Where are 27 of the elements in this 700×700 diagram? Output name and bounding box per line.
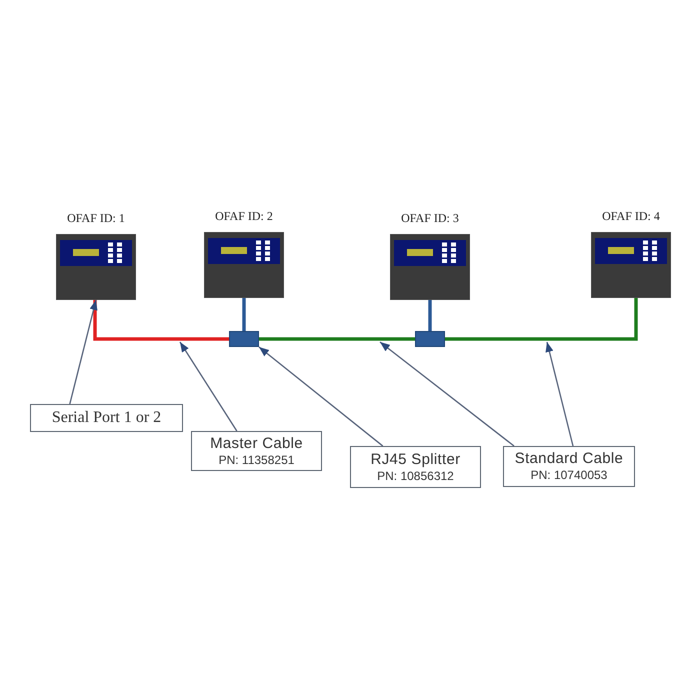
callout-text: Standard Cable: [514, 450, 624, 468]
callout-box: [503, 446, 635, 487]
cable-line: [428, 300, 432, 331]
device-label: OFAF ID: 3: [401, 210, 459, 226]
leader-arrow: [380, 341, 514, 447]
leader-arrow: [546, 342, 574, 446]
part-number: PN: 10740053: [530, 468, 608, 483]
leader-arrow: [258, 346, 384, 446]
cable-line: [93, 300, 229, 341]
device-label: OFAF ID: 1: [67, 210, 125, 226]
part-number: PN: 11358251: [218, 452, 294, 468]
splitter-block: [229, 331, 259, 347]
part-number: PN: 10856312: [377, 468, 454, 484]
callout-box: [350, 446, 481, 488]
callout-text: Serial Port 1 or 2: [52, 408, 162, 428]
callout-text: Master Cable: [210, 434, 303, 452]
device-label: OFAF ID: 2: [215, 208, 273, 224]
callout-text: RJ45 Splitter: [370, 450, 460, 468]
splitter-block: [415, 331, 445, 347]
device-label: OFAF ID: 4: [602, 208, 660, 224]
cable-line: [445, 298, 638, 341]
leader-arrow: [69, 300, 98, 404]
cable-line: [242, 298, 246, 331]
cable-line: [259, 337, 415, 341]
callout-box: [30, 404, 183, 432]
callout-box: [191, 431, 322, 471]
leader-arrow: [179, 342, 238, 432]
